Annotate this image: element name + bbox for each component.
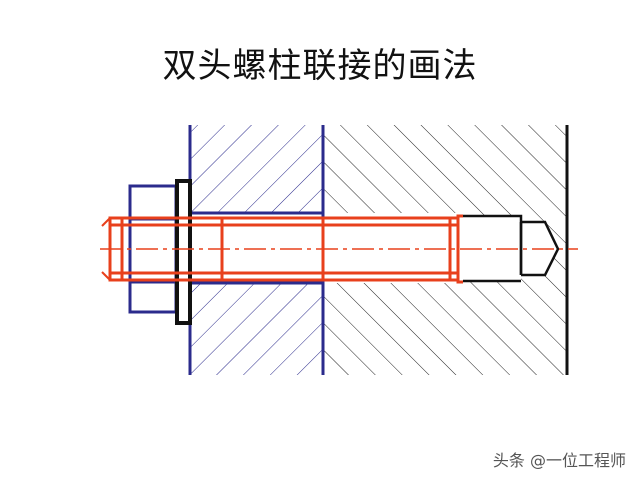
washer: [175, 179, 192, 325]
diagram-title: 双头螺柱联接的画法: [162, 46, 478, 86]
base-part-section: [323, 125, 567, 375]
base-part: [463, 125, 569, 375]
watermark-text: 头条 @一位工程师: [492, 451, 626, 470]
upper-plate-section: [190, 125, 323, 375]
